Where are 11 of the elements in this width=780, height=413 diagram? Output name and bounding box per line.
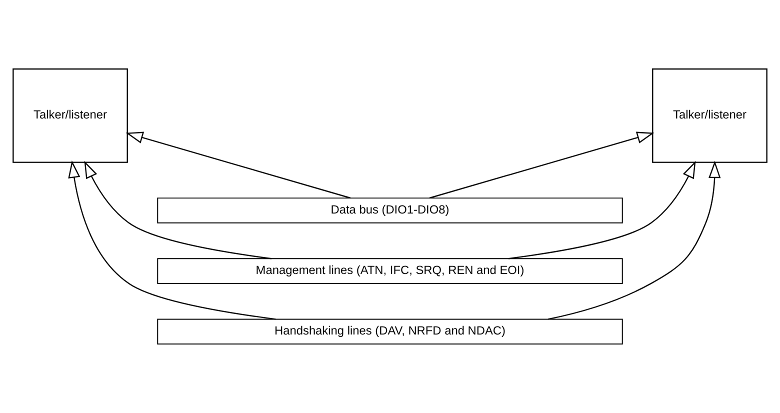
node-box: Handshaking lines (DAV, NRFD and NDAC) — [157, 318, 623, 345]
node-box: Management lines (ATN, IFC, SRQ, REN and EOI) — [157, 258, 623, 284]
node-box: Data bus (DIO1-DIO8) — [157, 198, 623, 224]
arrow — [508, 160, 696, 260]
node-box: Talker/listener — [652, 68, 768, 163]
arrow — [68, 160, 276, 320]
node-box: Talker/listener — [12, 68, 128, 163]
arrow — [84, 160, 272, 260]
arrow — [429, 132, 654, 199]
arrow — [126, 132, 351, 199]
arrow — [548, 160, 721, 320]
